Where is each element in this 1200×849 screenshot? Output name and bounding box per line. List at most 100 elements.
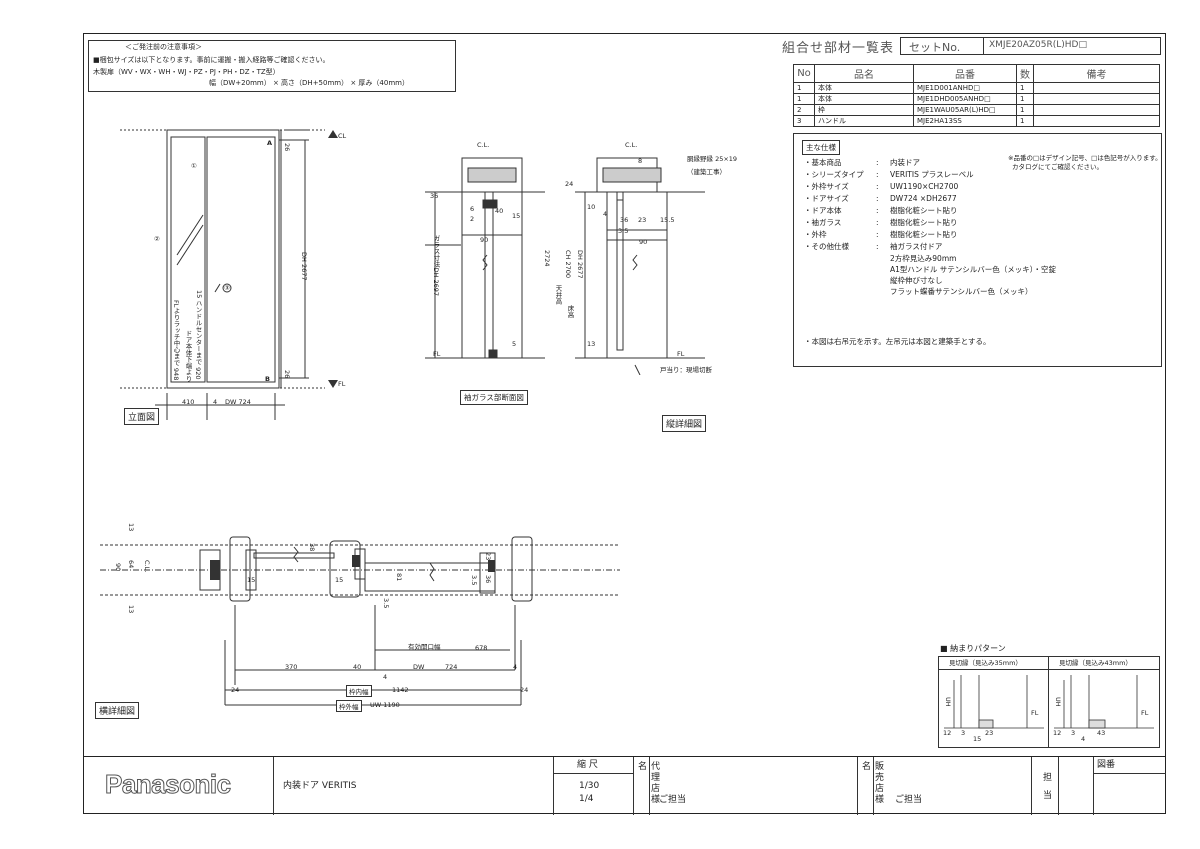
title-cell-divider: [273, 757, 274, 815]
elevation-vnote-1: FLよりラッチ中心まで 948: [172, 300, 180, 381]
row-qty: 1: [1016, 104, 1034, 116]
dim-bottom: 26: [283, 370, 291, 379]
spec-row: ・袖ガラス:樹脂化粧シート貼り: [804, 218, 958, 227]
row-no: 2: [793, 104, 815, 116]
row-qty: 1: [1016, 115, 1034, 127]
spec-value: 樹脂化粧シート貼り: [890, 230, 958, 239]
elevation-mark-b: B: [265, 375, 270, 383]
hdetail-wdw: DW: [413, 663, 425, 671]
vdetail-dim-2724: 2724: [543, 250, 551, 267]
hdetail-dim-81: 81: [395, 573, 403, 582]
dim-dw: DW 724: [225, 398, 251, 406]
pattern-col1-dim: 15: [973, 735, 982, 743]
vdetail-dim-24: 24: [565, 180, 574, 188]
hdetail-outer-label: 枠外幅: [336, 700, 362, 712]
row-name: ハンドル: [814, 115, 914, 127]
vdetail-lab-2: 床高: [566, 305, 574, 318]
hdetail-w24b: 24: [520, 686, 529, 694]
set-no-label: セットNo.: [909, 41, 961, 54]
glass-dim-90: 90: [480, 236, 489, 244]
set-no-divider: [983, 38, 984, 54]
spec-value: UW1190×CH2700: [890, 182, 959, 191]
row-name: 枠: [814, 104, 914, 116]
hdetail-dim-35b: 3.5: [470, 575, 478, 586]
horizontal-detail-label: 横詳細図: [95, 702, 140, 719]
scale-underline: [553, 773, 633, 774]
pattern-col1: 見切縁（見込み35mm）: [949, 659, 1022, 667]
row-qty: 1: [1016, 82, 1034, 94]
pattern-col2: 見切縁（見込み43mm）: [1059, 659, 1132, 667]
title-cell-divider: [553, 757, 554, 815]
scale-label: 縮 尺: [577, 760, 598, 770]
row-no: 1: [793, 93, 815, 105]
set-no-box: セットNo. XMJE20AZ05R(L)HD□: [900, 37, 1161, 55]
row-note: [1033, 104, 1160, 116]
hdetail-dim-15a: 15: [247, 576, 256, 584]
title-cell-divider: [857, 757, 858, 815]
set-list-title: 組合せ部材一覧表: [782, 41, 895, 56]
pattern-col2-dim: 4: [1081, 735, 1086, 743]
table-row: 3 ハンドル MJE2HA13SS 1: [793, 115, 1160, 127]
hdetail-dim-15b: 15: [335, 576, 344, 584]
hdetail-w24a: 24: [231, 686, 240, 694]
specs-box: 主な仕様 ※品番の□はデザイン記号、□は色記号が入ります。 カタログにてご確認く…: [793, 133, 1162, 367]
vdetail-note-top2: （建築工事）: [687, 168, 726, 176]
spec-extra: フラット蝶番サテンシルバー色（メッキ）: [890, 287, 1033, 296]
title-block: Panasonic 内装ドア VERITIS 縮 尺 1/30 1/4 代理店様…: [83, 756, 1166, 815]
person-label-1: 担: [1043, 773, 1053, 783]
hdetail-dim-13b: 13: [127, 605, 135, 614]
vdetail-fl: FL: [677, 350, 685, 358]
elevation-vnote-2: ドア本体下端より: [184, 330, 192, 382]
hdetail-w4a: 4: [383, 673, 388, 681]
row-qty: 1: [1016, 93, 1034, 105]
elevation-mark-a: A: [267, 139, 273, 147]
drawing-no-label: 図番: [1097, 760, 1116, 770]
specs-note-1: ※品番の□はデザイン記号、□は色記号が入ります。: [1008, 154, 1162, 162]
drawing-sheet: [83, 33, 1166, 814]
spec-value: 樹脂化粧シート貼り: [890, 218, 958, 227]
hdetail-dim-64: 64: [127, 560, 135, 569]
table-row: 1 本体 MJE1D001ANHD□ 1: [793, 82, 1160, 94]
brand-logo: Panasonic: [105, 769, 232, 800]
title-cell-divider: [633, 757, 634, 815]
hdetail-w40: 40: [353, 663, 362, 671]
spec-row: ・外枠:樹脂化粧シート貼り: [804, 230, 958, 239]
vdetail-dim-90: 90: [639, 238, 648, 246]
spec-value: DW724 ×DH2677: [890, 194, 957, 203]
spec-value: 内装ドア: [890, 158, 920, 167]
drawing-no-underline: [1093, 773, 1166, 774]
notice-box: ＜ご発注前の注意事項＞ ■梱包サイズは以下となります。事前に運搬・搬入経路等ご確…: [88, 40, 456, 92]
title-cell-divider: [1031, 757, 1032, 815]
product-name: 内装ドア VERITIS: [283, 781, 357, 791]
notice-heading: ＜ご発注前の注意事項＞: [125, 43, 202, 51]
pattern-box: 見切縁（見込み35mm） 見切縁（見込み43mm） UH FL UH FL 12…: [938, 656, 1160, 748]
part-marker-2: ②: [154, 235, 160, 243]
pattern-uh-1: UH: [944, 697, 952, 707]
dim-gap: 4: [213, 398, 218, 406]
vdetail-dim-10: 10: [587, 203, 596, 211]
hdetail-dim-23: 23: [484, 552, 492, 561]
elevation-vnote-3: ハンドルセンターまで 920: [194, 300, 202, 380]
row-name: 本体: [814, 82, 914, 94]
hdetail-w724: 724: [445, 663, 458, 671]
agent-label: 代理店様名: [636, 761, 659, 805]
pattern-col2-dim: 43: [1097, 729, 1106, 737]
spec-row: ・シリーズタイプ:VERITIS プラスレーベル: [804, 170, 974, 179]
title-cell-divider: [649, 757, 650, 815]
vdetail-dim-dh: DH 2677: [576, 250, 584, 279]
spec-row: ・外枠サイズ:UW1190×CH2700: [804, 182, 959, 191]
spec-label: ・ドアサイズ: [804, 194, 849, 203]
pattern-heading: ■ 納まりパターン: [940, 644, 1006, 653]
vdetail-dim-13: 13: [587, 340, 596, 348]
specs-note-2: カタログにてご確認ください。: [1012, 163, 1103, 171]
dim-left: 410: [182, 398, 195, 406]
pattern-uh-2: UH: [1054, 697, 1062, 707]
title-cell-divider: [1058, 757, 1059, 815]
table-row: 2 枠 MJE1WAU05AR(L)HD□ 1: [793, 104, 1160, 116]
dim-h15: 15: [195, 290, 203, 299]
spec-extra: 2方枠見込み90mm: [890, 254, 957, 263]
spec-label: ・ドア本体: [804, 206, 842, 215]
glass-dim-40: 40: [495, 207, 504, 215]
specs-heading: 主な仕様: [802, 140, 840, 155]
row-note: [1033, 82, 1160, 94]
